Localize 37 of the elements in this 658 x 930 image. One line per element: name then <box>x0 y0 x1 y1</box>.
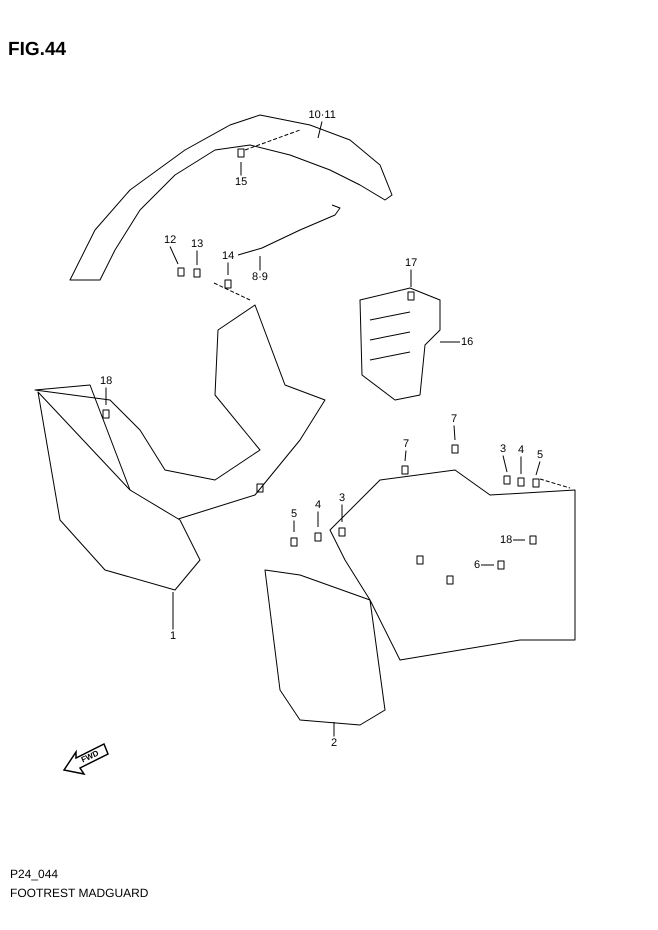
callout-number: 14 <box>222 250 234 262</box>
callout-number: 5 <box>291 508 298 520</box>
callout-number: 7 <box>451 414 458 424</box>
diagram-caption: FOOTREST MADGUARD <box>10 887 148 899</box>
leader-line <box>240 162 242 176</box>
leader-line <box>502 455 508 472</box>
leader-line <box>410 269 412 288</box>
callout-number: 12 <box>164 234 176 246</box>
callout-number: 15 <box>235 176 248 188</box>
callout-number: 10·11 <box>308 110 336 120</box>
leader-line <box>318 121 322 138</box>
callout-number: 8·9 <box>252 272 268 282</box>
leader-line <box>480 564 494 566</box>
callout-number: 1 <box>170 630 176 642</box>
leader-line <box>172 592 174 630</box>
callout-number: 4 <box>518 444 524 456</box>
callout-number: 18 <box>500 534 512 546</box>
leader-line <box>196 250 198 266</box>
callout-number: 13 <box>191 238 204 250</box>
leader-line <box>520 456 522 474</box>
leader-line <box>536 461 540 476</box>
drawing-number: P24_044 <box>10 868 58 880</box>
leader-line <box>404 450 406 462</box>
callout-number: 5 <box>537 450 544 460</box>
direction-label: FWD <box>80 750 100 764</box>
callout-number: 18 <box>100 376 112 386</box>
figure-title: FIG.44 <box>8 40 66 59</box>
leader-line <box>170 246 178 264</box>
callout-number: 3 <box>339 492 346 504</box>
callout-number: 16 <box>461 336 474 348</box>
callout-number: 17 <box>405 258 418 268</box>
callout-number: 2 <box>331 738 338 748</box>
callout-number: 6 <box>474 560 480 570</box>
callout-number: 7 <box>403 438 410 450</box>
callout-number: 3 <box>500 444 506 454</box>
leader-line <box>454 425 456 440</box>
callout-number: 4 <box>315 500 322 510</box>
